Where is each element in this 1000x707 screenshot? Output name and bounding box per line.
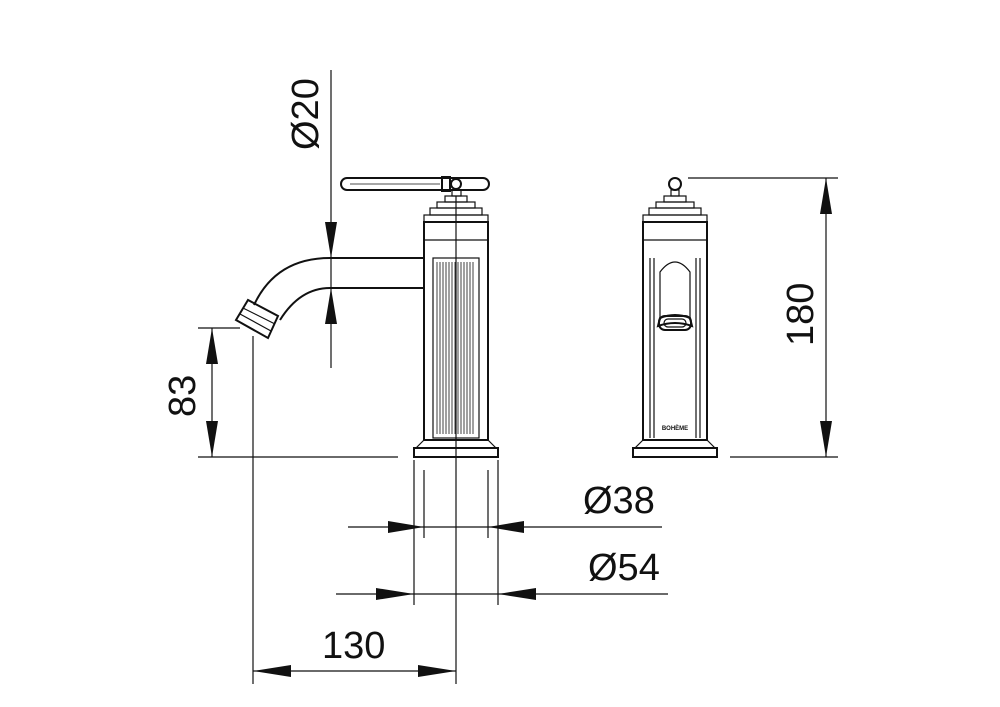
fluted-panel	[436, 262, 474, 434]
dim-spout-height-text: 83	[162, 375, 204, 417]
dim-base-diameter: Ø54	[336, 460, 668, 605]
dim-projection: 130	[252, 196, 457, 684]
dim-outlet-diameter: Ø20	[285, 70, 337, 368]
spout	[234, 257, 424, 340]
dim-base-diameter-text: Ø54	[588, 547, 660, 589]
brand-label: BOHÈME	[662, 424, 688, 432]
handle-knob	[668, 177, 682, 191]
dim-outlet-diameter-text: Ø20	[285, 78, 327, 150]
dim-projection-text: 130	[322, 625, 385, 667]
front-view: BOHÈME	[632, 177, 718, 458]
dim-total-height-text: 180	[780, 283, 822, 346]
dim-spout-height: 83	[162, 327, 240, 457]
dim-total-height: 180	[688, 177, 838, 457]
dim-body-diameter-text: Ø38	[583, 480, 655, 522]
handle-lever	[340, 176, 490, 197]
dim-body-diameter: Ø38	[348, 470, 662, 538]
side-view	[234, 176, 499, 458]
